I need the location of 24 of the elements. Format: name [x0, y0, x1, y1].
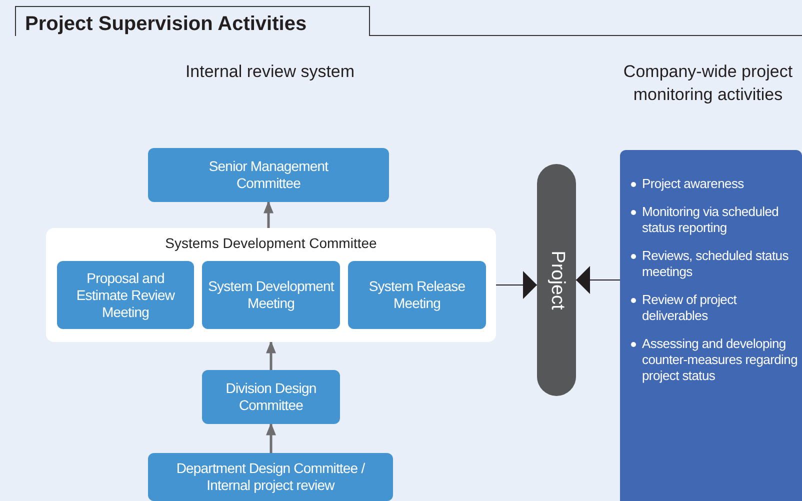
title-tab: Project Supervision Activities [15, 6, 370, 36]
committee-box: System Development Meeting [202, 261, 340, 329]
arrow [266, 340, 276, 370]
committee-box: Proposal and Estimate Review Meeting [57, 261, 194, 329]
pill-label: Project [546, 250, 569, 310]
committee-box: Department Design Committee / Internal project review [148, 453, 393, 501]
monitoring-panel [620, 150, 802, 501]
bullet-item: Review of project deliverables [630, 292, 798, 324]
committee-box: System Release Meeting [348, 261, 486, 329]
bullet-item: Monitoring via scheduled status reporting [630, 204, 798, 236]
committee-box: Division Design Committee [202, 370, 340, 424]
arrow [264, 200, 274, 228]
arrow [266, 422, 276, 453]
section-heading: Internal review system [184, 61, 356, 83]
bullet-item: Project awareness [630, 176, 798, 192]
bullet-item: Reviews, scheduled status meetings [630, 248, 798, 280]
project-pill [537, 164, 576, 396]
chevron-arrow [496, 271, 538, 299]
committee-group-panel [46, 228, 496, 342]
group-heading: Systems Development Committee [164, 234, 378, 253]
chevron-arrow [576, 266, 620, 294]
section-heading: Company-wide project monitoring activities [622, 61, 794, 106]
bullet-item: Assessing and developing counter-measures regarding project status [630, 336, 798, 384]
committee-box: Senior Management Committee [148, 148, 389, 202]
